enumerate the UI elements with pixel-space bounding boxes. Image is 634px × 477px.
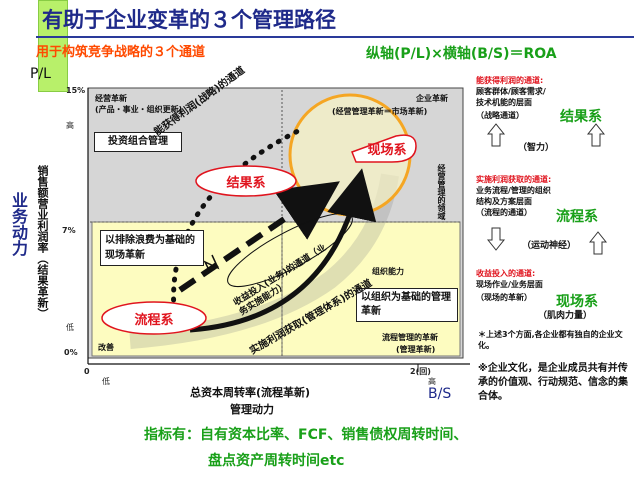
strategy-channel-arrow [171,127,303,323]
roa-formula: 纵轴(P/L)×横轴(B/S)＝ROA [366,46,557,62]
block2-paren: （流程的通道） [476,208,532,217]
x-tick-2: 2(回) [410,367,431,376]
x-high-label: 高 [428,377,436,386]
quadrant-title-process-innovation: 流程管理的革新 [382,333,438,342]
x-axis-title: B/S [428,386,452,402]
up-arrow-2 [588,231,608,255]
block1-green-label: 结果系 [560,109,602,125]
market-oval-label: 现场系 [367,143,407,158]
y-tick-0: 0% [64,348,78,357]
quadrant-title-enterprise-innovation: 企业革新 [416,94,448,103]
field-innovation-box: 以排除浪费为基础的现场革新 [100,230,204,266]
arrow3-label: （肌肉力量） [538,311,593,321]
culture-note-1: ＊上述3个方面,各企业都有独自的企业文化。 [478,330,623,350]
market-domain-label: 经营管理的领域 [437,164,446,220]
page-title: 有助于企业变革的３个管理路径 [42,8,336,32]
block3-title: 收益投入的通道: [476,269,536,278]
y-high-label: 高 [66,121,74,130]
page-subtitle: 用于构筑竞争战略的３个通道 [36,45,206,60]
down-arrow-2 [486,227,506,251]
y-axis-title: P/L [30,66,51,82]
process-oval-label: 流程系 [134,313,174,328]
result-oval-label: 结果系 [226,176,266,191]
block2-body-1: 业务流程/管理的组织 [476,186,551,195]
quadrant-title-business-innovation: 经营革新 [95,94,127,103]
portfolio-box: 投资组合管理 [94,132,182,152]
block3-body-1: 现场作业/业务层面 [476,280,543,289]
y-axis-metric: 销售额营业利润率（结果革新） [36,165,49,319]
indicators-line-1: 指标有：自有资本比率、FCF、销售债权周转时间、 [144,427,468,443]
y-low-label: 低 [66,323,74,332]
business-dynamics-label: 业务动力 [9,192,28,256]
management-dynamics-label: 管理动力 [230,403,274,416]
culture-note-2: ※企业文化，是企业成员共有并传承的价值观、行动规范、信念的集合体。 [478,363,628,402]
y-tick-15: 15% [66,86,86,95]
quadrant-improvement-label: 改善 [98,343,114,352]
block1-title: 能获得利润的通道: [476,76,544,85]
block1-body-1: 顾客群体/顾客需求/ [476,87,546,96]
indicators-line-2: 盘点资产周转时间etc [208,453,345,469]
block3-paren: （现场的革新） [476,293,532,302]
quadrant-sub-business-innovation: (产品・事业・组织更新) [95,105,183,114]
down-arrow-1 [586,123,606,147]
block1-body-2: 技术机能的层面 [476,98,532,107]
block3-green-label: 现场系 [556,294,598,310]
arrow2-label: （运动神经） [522,241,577,251]
block1-paren: （战略通道） [476,111,524,120]
x-tick-0: 0 [84,367,90,376]
org-innovation-box: 以组织为基础的管理革新 [356,288,458,322]
process-oval [101,301,207,335]
corner-green-block [38,0,68,92]
result-oval [195,165,297,197]
quadrant-sub-enterprise-innovation: (经营管理革新＝市场革新) [332,107,428,116]
title-underline [36,36,634,38]
market-oval [351,134,417,163]
process-channel-arrow [189,168,377,333]
x-low-label: 低 [102,377,110,386]
arrow1-label: （智力） [518,143,555,153]
y-tick-7: 7% [62,226,76,235]
block2-title: 实施利润获取的通道: [476,175,552,184]
org-capability-label: 组织能力 [372,267,404,276]
up-arrow-1 [486,123,506,147]
quadrant-sub-process-innovation: (管理革新) [396,345,436,354]
block2-body-2: 结构及方案层面 [476,197,532,206]
block2-green-label: 流程系 [556,209,598,225]
x-axis-metric: 总资本周转率(流程革新) [190,386,311,399]
income-channel-arrow [178,181,340,293]
